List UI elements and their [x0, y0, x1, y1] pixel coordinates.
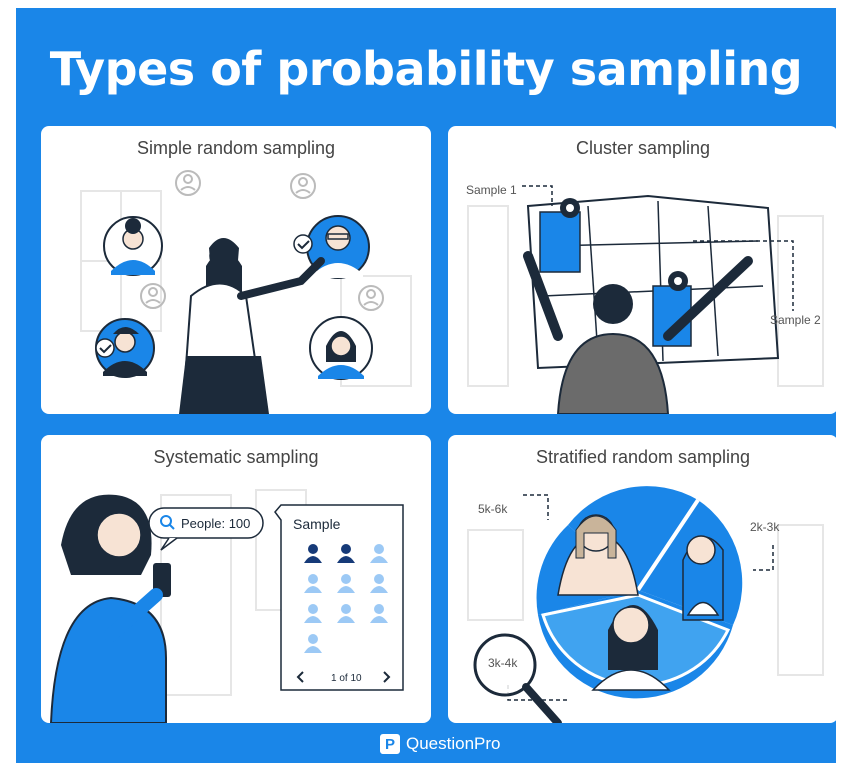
man-figure — [523, 251, 753, 414]
search-icon — [160, 515, 172, 527]
stratum-label-5k-6k: 5k-6k — [478, 502, 508, 516]
people-count-label: People: 100 — [181, 516, 250, 531]
brand-name: QuestionPro — [406, 734, 501, 753]
map-pin-icon-1 — [560, 198, 580, 218]
woman-figure — [179, 238, 325, 414]
cluster-label-sample-2: Sample 2 — [770, 313, 821, 327]
card-title-systematic: Systematic sampling — [153, 447, 319, 467]
placeholder-person-icons — [140, 170, 384, 311]
check-icon-2 — [95, 338, 115, 358]
people-count-bubble: People: 100 — [148, 507, 264, 551]
person-icon — [370, 574, 388, 593]
person-icon — [304, 544, 322, 563]
cluster-label-sample-1: Sample 1 — [466, 183, 517, 197]
card-stratified: 5k-6k 2k-3k 3k-4k Stratified random samp… — [448, 435, 838, 723]
card-title-simple-random: Simple random sampling — [136, 138, 336, 158]
systematic-illustration: People: 100 Sample 1 of 10 — [49, 489, 404, 723]
chevron-right-icon[interactable] — [383, 671, 391, 683]
questionpro-brand: P QuestionPro — [380, 731, 501, 757]
person-icon — [304, 634, 322, 653]
stratum-label-2k-3k: 2k-3k — [750, 520, 780, 534]
map-pin-icon-2 — [668, 271, 688, 291]
stratified-illustration: 5k-6k 2k-3k 3k-4k — [467, 486, 824, 723]
person-icon-grid — [304, 544, 388, 653]
card-cluster: Sample 1 Sample 2 Cluster sampling — [448, 126, 838, 414]
sample-panel-title: Sample — [293, 516, 341, 532]
card-simple-random: Simple random sampling — [41, 126, 431, 414]
chevron-left-icon[interactable] — [296, 671, 304, 683]
card-title-cluster: Cluster sampling — [575, 138, 711, 158]
check-icon-1 — [293, 234, 313, 254]
avatar-circle-3 — [95, 318, 155, 378]
person-icon — [337, 544, 355, 563]
stratum-person-1 — [557, 514, 639, 596]
stratum-person-3 — [591, 605, 671, 691]
person-icon — [304, 574, 322, 593]
simple-random-illustration — [80, 170, 412, 414]
person-icon — [337, 604, 355, 623]
cluster-illustration: Sample 1 Sample 2 — [466, 183, 824, 414]
person-icon — [337, 574, 355, 593]
woman-with-phone-figure — [49, 494, 171, 723]
magnifier-icon — [473, 633, 562, 723]
person-icon — [370, 544, 388, 563]
card-systematic: People: 100 Sample 1 of 10 Systematic — [41, 435, 431, 723]
avatar-circle-4 — [309, 316, 373, 380]
sample-panel: Sample 1 of 10 — [274, 504, 404, 691]
card-title-stratified: Stratified random sampling — [535, 447, 751, 467]
avatar-circle-1 — [103, 216, 163, 276]
stratum-label-3k-4k: 3k-4k — [488, 656, 518, 670]
person-icon — [370, 604, 388, 623]
questionpro-logo-icon: P — [380, 734, 400, 754]
cluster-sample-1-region — [539, 211, 581, 273]
pager-label: 1 of 10 — [331, 673, 362, 684]
person-icon — [304, 604, 322, 623]
stratum-person-2 — [682, 535, 724, 621]
page-title: Types of probability sampling — [49, 42, 803, 96]
